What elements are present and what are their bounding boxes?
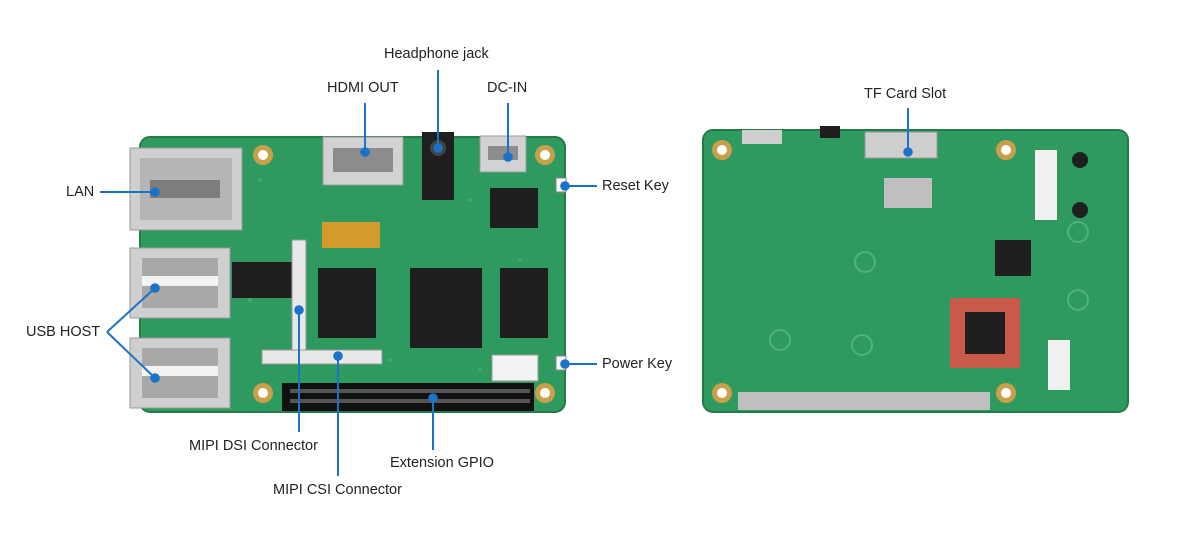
label-usb-host: USB HOST <box>26 324 101 340</box>
dc-in-port <box>479 135 527 173</box>
usb-port-upper <box>129 247 231 319</box>
label-headphone-jack: Headphone jack <box>384 46 489 62</box>
usb-hub-chip <box>232 262 292 298</box>
back-metal-can <box>884 178 932 208</box>
tf-card-slot <box>864 131 938 159</box>
label-mipi-dsi: MIPI DSI Connector <box>189 438 318 454</box>
power-button <box>555 355 567 371</box>
back-emmc-chip <box>965 312 1005 354</box>
back-chip <box>995 240 1031 276</box>
label-hdmi-out: HDMI OUT <box>327 80 399 96</box>
front-board <box>129 132 567 413</box>
reset-button <box>555 177 567 193</box>
small-chip <box>490 188 538 228</box>
label-extension-gpio: Extension GPIO <box>390 455 494 471</box>
label-power-key: Power Key <box>602 356 673 372</box>
back-gpio-pads <box>738 392 990 410</box>
ram-chip-1 <box>318 268 376 338</box>
back-mounting-holes <box>712 140 1016 403</box>
label-lan: LAN <box>66 184 95 200</box>
back-usb-edge <box>742 130 782 144</box>
mounting-holes <box>253 145 555 403</box>
leader-usb-upper <box>106 283 160 333</box>
label-tf-card-slot: TF Card Slot <box>864 86 947 102</box>
leader-usb-lower <box>106 331 160 383</box>
back-rings <box>769 221 1089 356</box>
mipi-csi-connector <box>261 349 383 365</box>
label-mipi-csi: MIPI CSI Connector <box>273 482 402 498</box>
back-pcb <box>702 129 1129 413</box>
hdmi-port <box>322 136 404 186</box>
back-board <box>702 126 1129 413</box>
gpio-header <box>282 383 534 411</box>
back-caps <box>1072 152 1088 218</box>
dip-switch <box>322 222 380 248</box>
leader-lines <box>100 70 913 476</box>
back-header <box>1035 150 1057 220</box>
white-header <box>491 354 539 382</box>
front-chips <box>232 188 548 348</box>
gpio-pins <box>290 389 530 403</box>
label-dc-in: DC-IN <box>487 80 528 96</box>
back-header-2 <box>1048 340 1070 390</box>
label-reset-key: Reset Key <box>602 178 669 194</box>
back-jack-edge <box>820 126 840 138</box>
usb-port-lower <box>129 337 231 409</box>
ram-chip-2 <box>500 268 548 338</box>
lan-port <box>129 147 243 231</box>
soc-chip <box>410 268 482 348</box>
